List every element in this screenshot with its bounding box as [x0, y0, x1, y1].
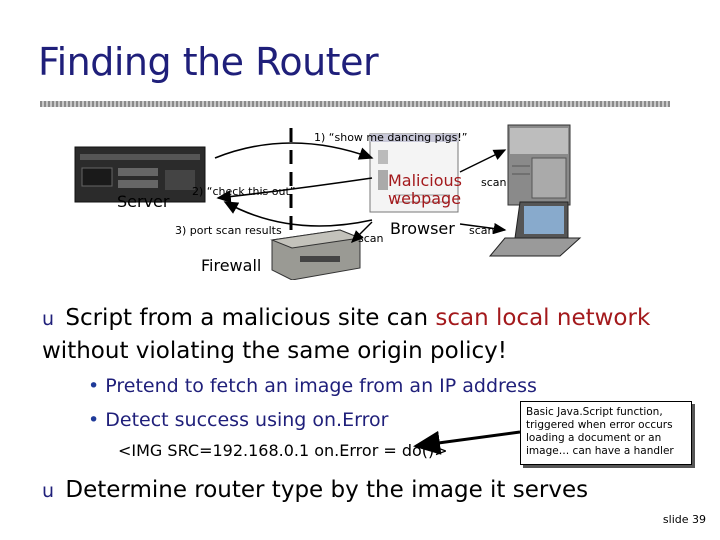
malicious-webpage-icon: [369, 133, 459, 213]
firewall-label: Firewall: [201, 256, 262, 275]
bullet-router-type: u Determine router type by the image it …: [42, 477, 589, 503]
firewall-icon: [270, 229, 362, 280]
malicious-webpage-label: Malicious webpage: [388, 171, 463, 208]
bullet-marker: u: [42, 308, 55, 330]
highlight-scan-local-network: scan local network: [435, 305, 651, 331]
scan-label-laptop: scan: [469, 224, 495, 237]
sub-bullet-fetch-image: • Pretend to fetch an image from an IP a…: [88, 375, 537, 397]
step1-label: 1) “show me dancing pigs!”: [314, 131, 468, 144]
scan-label-firewall: scan: [358, 232, 384, 245]
slide-number: slide 39: [662, 513, 706, 526]
arrow-step3: [223, 201, 373, 227]
sub-bullet-detect-success: • Detect success using on.Error: [88, 409, 389, 431]
slide-title: Finding the Router: [38, 40, 379, 84]
img-tag-code: <IMG SRC=192.168.0.1 on.Error = do()>: [118, 441, 448, 460]
arrow-step1: [214, 142, 374, 160]
onerror-callout: Basic Java.Script function, triggered wh…: [520, 401, 692, 465]
remote-server-icon: [507, 124, 571, 206]
step3-label: 3) port scan results: [175, 224, 282, 237]
arrow-step2: [216, 177, 373, 203]
title-divider: [40, 101, 670, 107]
laptop-icon: [488, 201, 582, 257]
arrow-scan-firewall: [351, 221, 373, 243]
bullet-scan-network: u Script from a malicious site can scan …: [42, 305, 651, 364]
arrow-scan-laptop: [459, 222, 507, 235]
network-diagram: [74, 124, 582, 280]
callout-arrow: [413, 430, 521, 455]
server-icon: [74, 146, 206, 203]
step2-label: 2) “check this out”: [192, 185, 296, 198]
browser-label: Browser: [390, 219, 455, 238]
scan-label-remote: scan: [481, 176, 507, 189]
arrow-scan-remote: [459, 149, 507, 173]
server-label: Server: [117, 192, 170, 211]
